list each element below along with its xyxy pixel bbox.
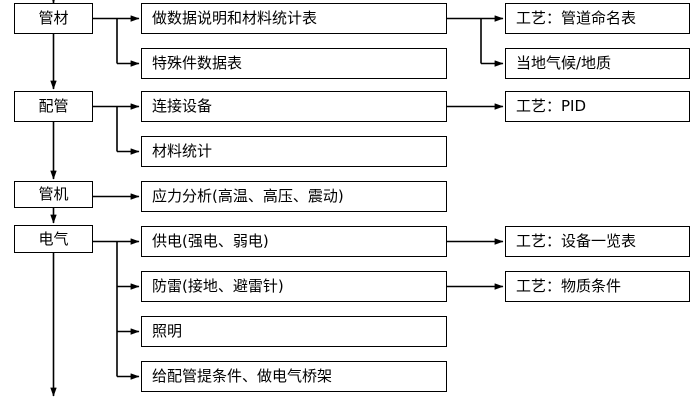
stage-node-guanji[interactable]: 管机	[14, 181, 93, 208]
craft-label-equipment-list: 工艺：设备一览表	[516, 232, 637, 250]
stage-label-peiguan: 配管	[38, 97, 69, 115]
task-label-data-material-table: 做数据说明和材料统计表	[152, 9, 318, 27]
task-label-piping-conditions-cable-tray: 给配管提条件、做电气桥架	[152, 367, 333, 385]
stage-node-guancai[interactable]: 管材	[14, 3, 93, 34]
task-node-data-material-table[interactable]: 做数据说明和材料统计表	[141, 3, 447, 34]
craft-label-material-conditions: 工艺：物质条件	[516, 277, 622, 295]
stage-node-dianqi[interactable]: 电气	[14, 225, 93, 253]
stage-node-peiguan[interactable]: 配管	[14, 91, 93, 122]
task-label-stress-analysis: 应力分析(高温、高压、震动)	[152, 187, 344, 205]
task-node-lightning-protection[interactable]: 防雷(接地、避雷针)	[141, 271, 447, 302]
craft-node-equipment-list[interactable]: 工艺：设备一览表	[505, 226, 690, 257]
task-node-stress-analysis[interactable]: 应力分析(高温、高压、震动)	[141, 181, 447, 212]
task-label-power-supply: 供电(强电、弱电)	[152, 232, 269, 250]
craft-label-pipeline-naming-table: 工艺：管道命名表	[516, 9, 637, 27]
stage-label-guanji: 管机	[38, 185, 69, 203]
task-label-special-parts-table: 特殊件数据表	[152, 54, 243, 72]
craft-node-pipeline-naming-table[interactable]: 工艺：管道命名表	[505, 3, 690, 34]
stage-label-guancai: 管材	[38, 9, 69, 27]
craft-label-pid: 工艺：PID	[516, 97, 587, 115]
task-node-power-supply[interactable]: 供电(强电、弱电)	[141, 226, 447, 257]
craft-node-local-climate-geology[interactable]: 当地气候/地质	[505, 48, 690, 79]
task-node-material-statistics[interactable]: 材料统计	[141, 136, 447, 167]
craft-node-pid[interactable]: 工艺：PID	[505, 91, 690, 122]
task-node-lighting[interactable]: 照明	[141, 316, 447, 347]
task-label-connect-equipment: 连接设备	[152, 97, 213, 115]
task-node-special-parts-table[interactable]: 特殊件数据表	[141, 48, 447, 79]
craft-label-local-climate-geology: 当地气候/地质	[516, 54, 612, 72]
stage-label-dianqi: 电气	[38, 229, 69, 248]
task-label-lighting: 照明	[152, 322, 183, 340]
task-node-connect-equipment[interactable]: 连接设备	[141, 91, 447, 122]
task-node-piping-conditions-cable-tray[interactable]: 给配管提条件、做电气桥架	[141, 361, 447, 392]
craft-node-material-conditions[interactable]: 工艺：物质条件	[505, 271, 690, 302]
task-label-material-statistics: 材料统计	[152, 142, 213, 160]
task-label-lightning-protection: 防雷(接地、避雷针)	[152, 277, 284, 295]
